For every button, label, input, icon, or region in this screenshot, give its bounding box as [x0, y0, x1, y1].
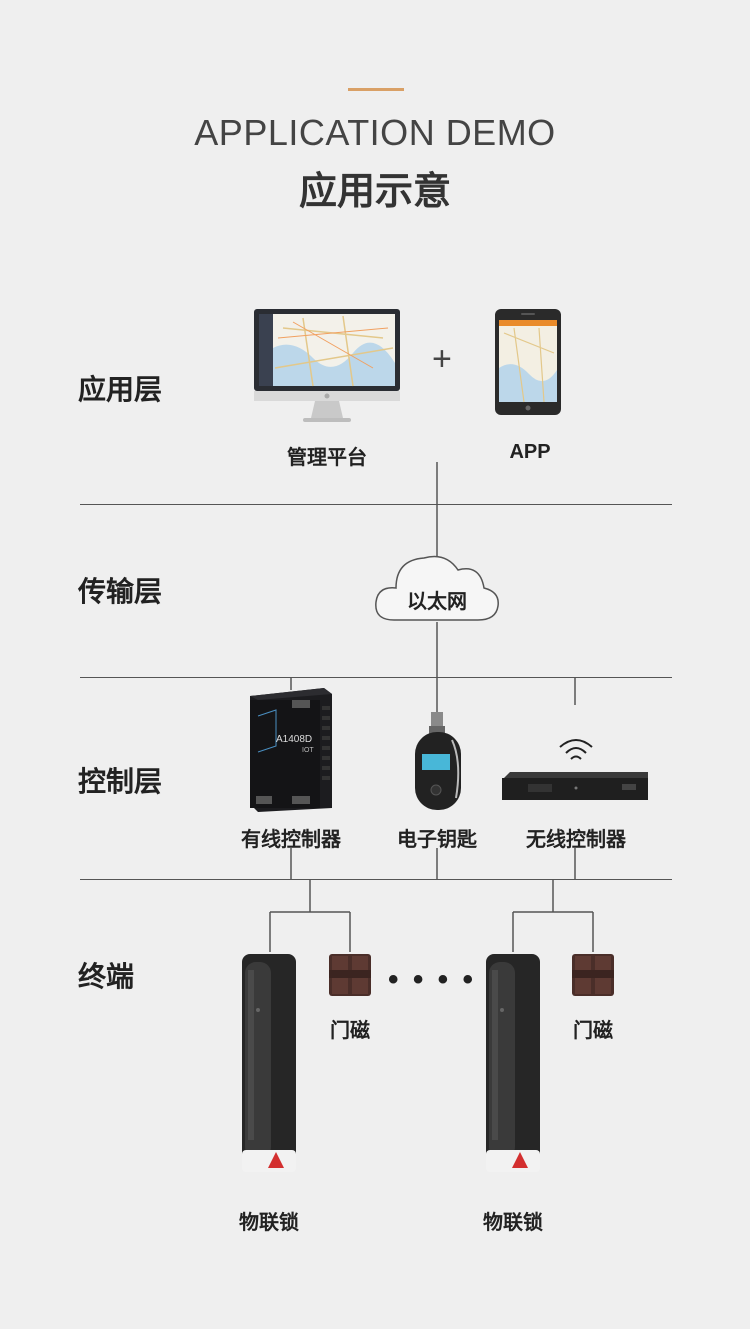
caption-electronic-key: 电子钥匙 — [397, 829, 477, 851]
accent-bar — [348, 88, 404, 91]
layer-label-terminal: 终端 — [78, 961, 135, 992]
caption-management-platform: 管理平台 — [287, 447, 367, 469]
wireless-controller-icon — [502, 772, 648, 800]
wired-controller-icon: A1408D IOT — [250, 688, 332, 812]
caption-wireless-controller: 无线控制器 — [526, 829, 626, 851]
caption-door-sensor-2: 门磁 — [573, 1020, 613, 1042]
layer-divider-3 — [80, 879, 672, 880]
plus-icon: + — [432, 340, 452, 378]
caption-wired-controller: 有线控制器 — [241, 829, 341, 851]
iot-lock-icon — [242, 954, 296, 1172]
layer-divider-2 — [80, 677, 672, 678]
caption-door-sensor-1: 门磁 — [330, 1020, 370, 1042]
layer-divider-1 — [80, 504, 672, 505]
electronic-key-icon — [415, 712, 461, 810]
title-english: APPLICATION DEMO — [194, 112, 556, 153]
layer-label-application: 应用层 — [78, 374, 163, 405]
caption-app: APP — [509, 441, 551, 463]
cloud-icon — [375, 555, 499, 621]
iot-lock-icon — [486, 954, 540, 1172]
controller-model-text: A1408D — [276, 734, 312, 745]
phone-icon — [495, 309, 561, 415]
ellipsis-icon: • • • • — [388, 963, 477, 996]
door-sensor-icon — [572, 954, 614, 996]
title-chinese: 应用示意 — [298, 171, 451, 213]
layer-label-transport: 传输层 — [78, 576, 163, 607]
caption-iot-lock-2: 物联锁 — [483, 1212, 543, 1234]
door-sensor-icon — [329, 954, 371, 996]
wifi-icon — [559, 739, 593, 760]
caption-ethernet: 以太网 — [407, 591, 467, 613]
caption-iot-lock-1: 物联锁 — [239, 1212, 299, 1234]
layer-label-control: 控制层 — [78, 766, 163, 797]
monitor-icon — [254, 309, 400, 422]
controller-sub-text: IOT — [302, 747, 314, 754]
